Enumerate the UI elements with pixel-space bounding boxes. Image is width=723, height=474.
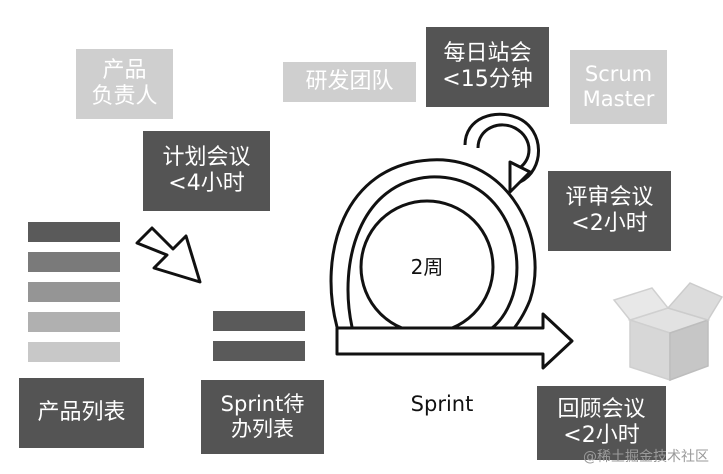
product-owner-label: 产品 负责人	[76, 49, 173, 119]
product-backlog-bar-1	[28, 222, 120, 242]
daily-loop-inner	[476, 123, 531, 172]
scrum-master-label: Scrum Master	[570, 50, 667, 124]
planning-meeting-label: 计划会议 <4小时	[143, 131, 270, 211]
product-backlog-bar-4	[28, 312, 120, 332]
cycle-length-label: 2周	[410, 255, 444, 279]
daily-standup-label: 每日站会 <15分钟	[426, 27, 549, 107]
daily-loop	[463, 112, 540, 184]
retrospective-label: 回顾会议 <2小时	[537, 386, 666, 460]
product-backlog-label: 产品列表	[19, 378, 144, 448]
product-backlog-bar-3	[28, 282, 120, 302]
daily-loop-arrowhead	[508, 160, 532, 194]
sprint-backlog-bar-2	[213, 341, 305, 361]
review-meeting-label: 评审会议 <2小时	[548, 171, 671, 251]
sprint-cycle-loop-inner	[346, 175, 519, 337]
dev-team-label: 研发团队	[283, 62, 416, 102]
planning-arrow	[135, 226, 202, 284]
product-increment-box	[612, 282, 723, 382]
sprint-backlog-label: Sprint待 办列表	[201, 380, 324, 454]
watermark: @稀土掘金技术社区	[583, 449, 709, 465]
sprint-backlog-bar-1	[213, 311, 305, 331]
sprint-cycle-loop	[329, 158, 537, 352]
sprint-arrow	[335, 312, 574, 370]
product-backlog-bar-2	[28, 252, 120, 272]
sprint-label: Sprint	[410, 392, 474, 417]
product-backlog-bar-5	[28, 342, 120, 362]
